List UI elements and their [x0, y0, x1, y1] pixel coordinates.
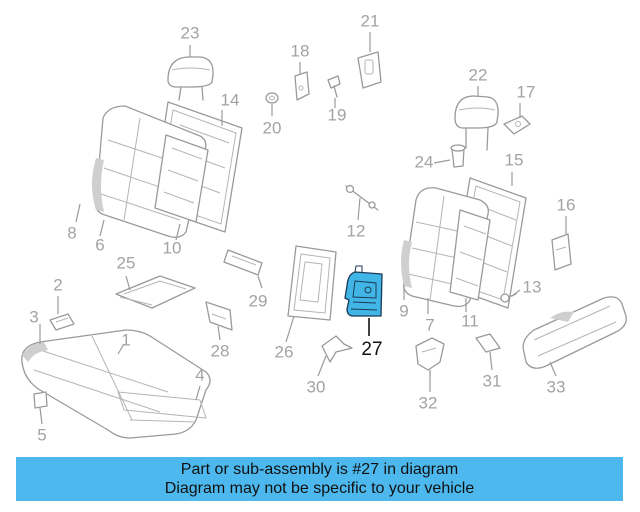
callout-5: 5 — [37, 425, 46, 444]
callout-11: 11 — [461, 311, 479, 330]
part-11-panel[interactable] — [449, 209, 491, 301]
callout-10: 10 — [163, 238, 182, 257]
part-18-clip[interactable] — [294, 71, 310, 101]
callout-17: 17 — [517, 82, 536, 101]
banner-line-part: Part or sub-assembly is #27 in diagram — [180, 461, 459, 478]
part-2-clip[interactable] — [49, 313, 75, 331]
part-23-headrest[interactable] — [167, 56, 214, 101]
part-16-cover[interactable] — [551, 233, 572, 271]
callout-27-highlighted: 27 — [361, 339, 382, 360]
callout-4: 4 — [195, 365, 204, 384]
part-20-grommet[interactable] — [265, 92, 279, 104]
part-30-bracket[interactable] — [321, 335, 353, 363]
part-22-headrest[interactable] — [454, 95, 499, 151]
callout-23: 23 — [181, 23, 200, 42]
callout-25: 25 — [117, 253, 136, 272]
part-1-seat-cushion[interactable] — [21, 329, 211, 439]
callout-9: 9 — [399, 301, 408, 320]
part-5-clip[interactable] — [33, 391, 48, 409]
callout-3: 3 — [29, 307, 38, 326]
part-19-bolt[interactable] — [327, 75, 341, 98]
callout-28: 28 — [211, 341, 230, 360]
part-10-center-panel[interactable] — [154, 134, 209, 223]
part-4-seat-frame[interactable] — [117, 391, 207, 423]
part-33-bolster[interactable] — [522, 296, 627, 369]
callout-30: 30 — [307, 377, 326, 396]
callout-24: 24 — [415, 152, 434, 171]
callout-2: 2 — [53, 275, 62, 294]
part-26-armrest-frame[interactable] — [287, 245, 337, 321]
callout-13: 13 — [523, 277, 542, 296]
part-32-bracket[interactable] — [415, 337, 445, 371]
callout-21: 21 — [361, 11, 380, 30]
callout-12: 12 — [347, 221, 366, 240]
part-25-pad[interactable] — [115, 275, 196, 309]
info-banner: Part or sub-assembly is #27 in diagram D… — [16, 457, 623, 501]
callout-7: 7 — [425, 315, 434, 334]
part-17-latch[interactable] — [503, 115, 531, 135]
part-12-bolt[interactable] — [345, 184, 379, 211]
callout-15: 15 — [505, 150, 524, 169]
callout-16: 16 — [557, 195, 576, 214]
callout-14: 14 — [221, 90, 240, 109]
callout-labels: 1 2 3 4 5 6 7 8 9 10 11 12 13 14 15 16 1… — [29, 11, 575, 444]
callout-19: 19 — [328, 105, 347, 124]
callout-8: 8 — [67, 223, 76, 242]
callout-6: 6 — [95, 235, 104, 254]
callout-33: 33 — [547, 377, 566, 396]
part-24-guide-sleeve[interactable] — [450, 144, 466, 168]
part-31-clip[interactable] — [475, 333, 501, 353]
callout-29: 29 — [249, 291, 268, 310]
part-21-latch-cover[interactable] — [357, 51, 382, 89]
callout-22: 22 — [469, 65, 488, 84]
callout-1: 1 — [121, 330, 130, 349]
callout-18: 18 — [291, 41, 310, 60]
leader-lines — [39, 32, 567, 425]
part-29-strip[interactable] — [223, 249, 263, 276]
callout-26: 26 — [275, 342, 294, 361]
callout-20: 20 — [263, 118, 282, 137]
banner-line-disclaimer: Diagram may not be specific to your vehi… — [164, 480, 475, 497]
callout-31: 31 — [483, 371, 502, 390]
part-28-bracket[interactable] — [205, 301, 233, 331]
part-27-highlighted-bracket[interactable] — [344, 265, 383, 317]
callout-32: 32 — [419, 393, 438, 412]
